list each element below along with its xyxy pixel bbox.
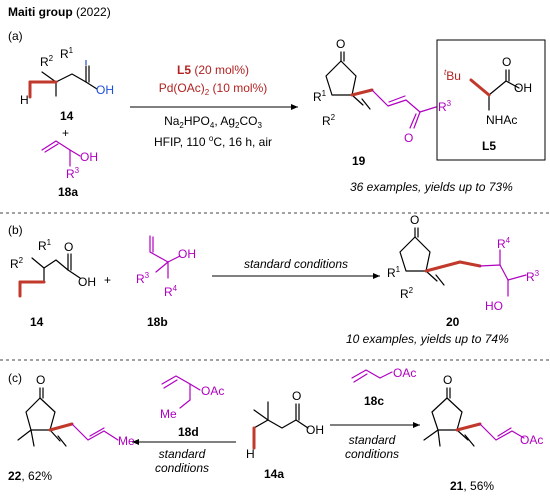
- catalyst-loading: Pd(OAc)2 (10 mol%): [159, 81, 267, 97]
- acid-r1: R1: [60, 46, 74, 61]
- product-22-structure: O Me 22, 62%: [8, 373, 135, 483]
- svg-text:+: +: [62, 126, 69, 140]
- additives: Na2HPO4, Ag2CO3: [164, 114, 262, 130]
- alcohol-18b-r4: R4: [164, 284, 178, 299]
- svg-text:OAc: OAc: [201, 384, 224, 398]
- reagent-18d-structure: OAc Me 18d: [160, 375, 224, 439]
- product-20-structure: O R1 R2 R4 R3 HO 20: [387, 213, 540, 329]
- product-19-structure: O R1 R2 O R3 19: [313, 37, 452, 168]
- svg-text:+: +: [104, 273, 111, 287]
- product-20-r3: R3: [526, 269, 540, 284]
- compound-14-b-label: 14: [30, 315, 44, 329]
- panel-b-label: (b): [8, 223, 23, 237]
- tert-butyl-group: tBu: [444, 68, 461, 83]
- svg-text:OH: OH: [78, 275, 96, 289]
- acid-14a-structure: H O OH 14a: [246, 389, 324, 481]
- svg-text:OH: OH: [96, 83, 114, 97]
- svg-text:OAc: OAc: [520, 433, 543, 447]
- compound-19-label: 19: [352, 154, 366, 168]
- product-20-r2: R2: [400, 286, 414, 301]
- product-19-r1: R1: [313, 89, 327, 104]
- svg-text:Me: Me: [160, 407, 177, 421]
- solvent-temperature: HFIP, 110 oC, 16 h, air: [154, 134, 272, 149]
- compound-14-label: 14: [60, 109, 74, 123]
- svg-text:OH: OH: [80, 150, 98, 164]
- panel-c: (c) O Me 22, 62% OAc Me 18d standard: [8, 366, 543, 493]
- svg-text:O: O: [404, 131, 413, 145]
- acid-r2: R2: [40, 54, 54, 69]
- alcohol-18a-structure: OH R3 18a: [41, 140, 98, 199]
- svg-text:O: O: [443, 373, 452, 387]
- svg-text:OH: OH: [306, 423, 324, 437]
- svg-text:NHAc: NHAc: [486, 113, 517, 127]
- alcohol-r3: R3: [66, 166, 80, 181]
- panel-b-summary: 10 examples, yields up to 74%: [346, 332, 509, 346]
- panel-c-label: (c): [8, 371, 22, 385]
- product-19-r2: R2: [322, 113, 336, 128]
- svg-text:HO: HO: [485, 299, 503, 313]
- reagent-18c-structure: OAc 18c: [351, 366, 416, 408]
- alcohol-18b-r3: R3: [136, 271, 150, 286]
- conditions-c-left-2: conditions: [155, 461, 209, 475]
- acid-b-r2: R2: [10, 256, 24, 271]
- conditions-b: standard conditions: [244, 257, 348, 271]
- compound-18c-label: 18c: [364, 394, 384, 408]
- svg-text:OH: OH: [514, 81, 532, 95]
- svg-text:H: H: [246, 447, 255, 461]
- svg-text:H: H: [20, 93, 29, 107]
- svg-text:O: O: [410, 213, 419, 227]
- acid-14-structure: H R2 R1 OH 14: [20, 46, 114, 123]
- svg-text:O: O: [64, 240, 73, 254]
- alcohol-18b-structure: OH R3 R4 18b: [136, 235, 196, 329]
- panel-b: (b) R2 R1 O OH 14 + OH R3 R4 18b: [8, 213, 540, 346]
- svg-text:OAc: OAc: [393, 366, 416, 380]
- product-20-r4: R4: [497, 236, 511, 251]
- compound-18a-label: 18a: [58, 185, 78, 199]
- product-21-label: 21, 56%: [450, 479, 494, 493]
- ligand-l5-box: tBu O OH NHAc L5: [436, 39, 546, 161]
- svg-text:Me: Me: [118, 434, 135, 448]
- compound-20-label: 20: [446, 315, 460, 329]
- compound-18d-label: 18d: [178, 425, 199, 439]
- panel-a: (a) H R2 R1 OH 14 + OH R3 18a: [8, 29, 546, 199]
- panel-a-label: (a): [8, 29, 23, 43]
- svg-text:OH: OH: [178, 247, 196, 261]
- product-22-label: 22, 62%: [8, 469, 52, 483]
- conditions-c-right-2: conditions: [345, 447, 399, 461]
- svg-text:O: O: [36, 373, 45, 387]
- compound-18b-label: 18b: [147, 315, 168, 329]
- product-21-structure: O OAc 21, 56%: [423, 373, 543, 493]
- svg-text:O: O: [336, 37, 345, 51]
- acid-b-r1: R1: [38, 238, 52, 253]
- product-19-r3: R3: [438, 99, 452, 114]
- compound-14a-label: 14a: [264, 467, 284, 481]
- svg-text:O: O: [292, 389, 301, 403]
- scheme-header: Maiti group (2022): [8, 5, 111, 19]
- conditions-c-right-1: standard: [349, 433, 396, 447]
- acid-14-b-structure: R2 R1 O OH 14: [10, 238, 96, 329]
- panel-a-summary: 36 examples, yields up to 73%: [350, 180, 513, 194]
- ligand-l5-label: L5: [482, 139, 496, 153]
- product-20-r1: R1: [387, 265, 401, 280]
- svg-text:O: O: [502, 55, 511, 69]
- ligand-loading: L5 (20 mol%): [177, 63, 249, 77]
- conditions-c-left-1: standard: [159, 447, 206, 461]
